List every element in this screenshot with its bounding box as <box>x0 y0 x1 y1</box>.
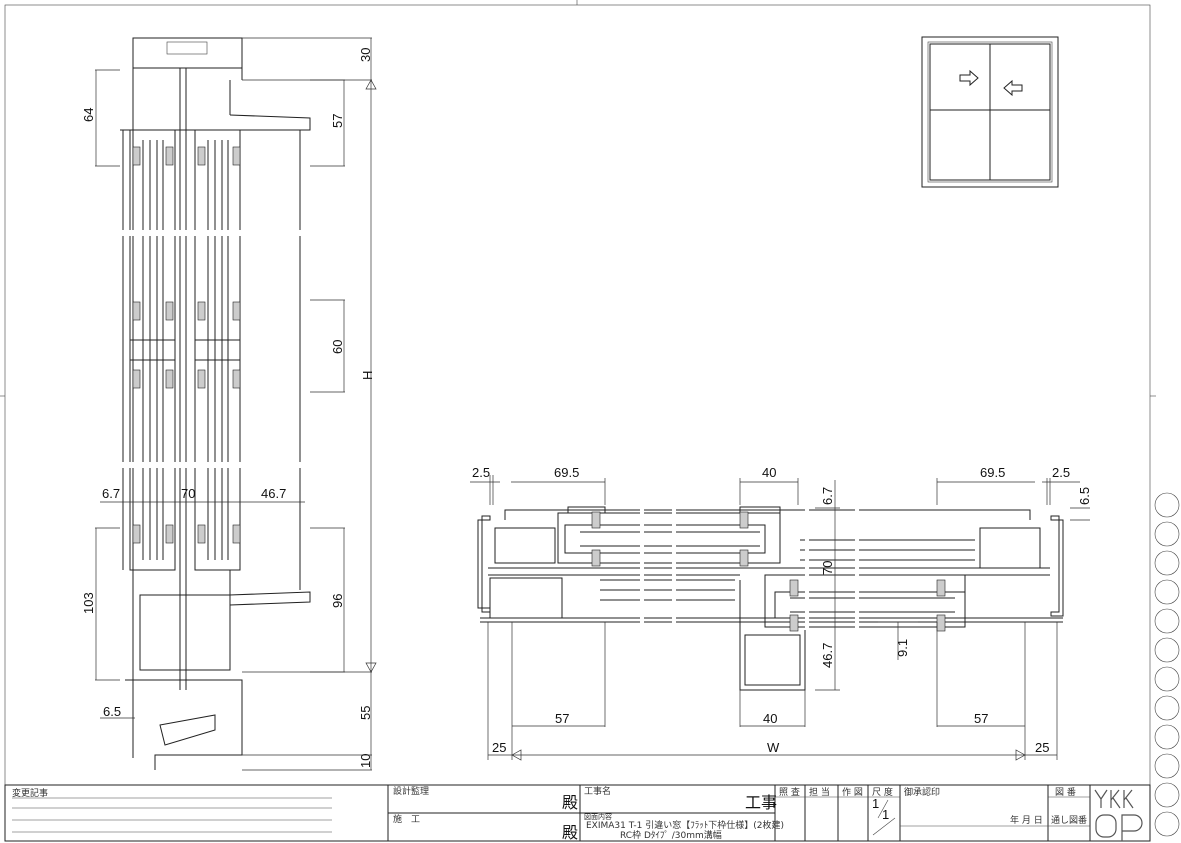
dim-69-5-right: 69.5 <box>980 465 1005 480</box>
change-record-label: 変更記事 <box>12 787 48 799</box>
dim-2-5-right: 2.5 <box>1052 465 1070 480</box>
dim-6-7-center: 6.7 <box>820 487 835 505</box>
dim-55: 55 <box>358 706 373 720</box>
in-charge-label: 担 当 <box>809 786 830 798</box>
dono-1: 殿 <box>562 793 578 812</box>
dim-6-7: 6.7 <box>102 486 120 501</box>
dono-2: 殿 <box>562 823 578 842</box>
dim-70-center: 70 <box>820 561 835 575</box>
dim-96: 96 <box>330 594 345 608</box>
arrow-left-icon <box>1003 79 1023 97</box>
dim-W: W <box>767 740 780 755</box>
dim-60: 60 <box>330 340 345 354</box>
dim-57-right: 57 <box>974 711 988 726</box>
scale-denominator: 1 <box>882 807 889 822</box>
dim-25-right: 25 <box>1035 740 1049 755</box>
dim-25-left: 25 <box>492 740 506 755</box>
vertical-section: 30 57 64 60 H 96 103 55 10 6.7 70 46.7 6… <box>81 37 377 771</box>
dim-2-5-left: 2.5 <box>472 465 490 480</box>
ykk-ap-logo <box>1094 789 1143 841</box>
scale-label: 尺 度 <box>872 786 893 798</box>
title-block: 変更記事 設計監理 殿 施 工 殿 工事名 工事 図面内容 EXIMA31 T-… <box>4 784 1151 842</box>
drawing-content-line1: EXIMA31 T-1 引違い窓【ﾌﾗｯﾄ下枠仕様】(2枚建) <box>586 819 784 831</box>
design-supervision-label: 設計監理 <box>393 785 429 797</box>
serial-no-label: 通し図番 <box>1051 814 1087 826</box>
approval-label: 御承認印 <box>904 786 940 798</box>
scale-numerator: 1 <box>872 796 879 811</box>
dim-H: H <box>360 371 375 380</box>
window-elevation-icon <box>921 36 1059 188</box>
dim-30: 30 <box>358 48 373 62</box>
sheet-border <box>4 4 1151 786</box>
dim-6-5-right: 6.5 <box>1077 487 1092 505</box>
drawing-content-label: 図面内容 <box>584 812 612 821</box>
dim-69-5-left: 69.5 <box>554 465 579 480</box>
dim-70: 70 <box>181 486 195 501</box>
dim-46-7-center: 46.7 <box>820 643 835 668</box>
drafting-label: 作 図 <box>842 786 863 798</box>
dim-57-left: 57 <box>555 711 569 726</box>
dim-6-5: 6.5 <box>103 704 121 719</box>
drawing-content-line2: RC枠 Dﾀｲﾌﾟ /30mm溝幅 <box>620 829 722 841</box>
check-label: 照 査 <box>779 786 800 798</box>
dim-40-top: 40 <box>762 465 776 480</box>
dim-10: 10 <box>358 754 373 768</box>
date-label: 年 月 日 <box>1010 814 1043 826</box>
arrow-right-icon <box>959 69 979 87</box>
revision-circles <box>1154 492 1180 837</box>
drawing-no-label: 図 番 <box>1055 786 1076 798</box>
project-suffix: 工事 <box>745 793 777 812</box>
dim-103: 103 <box>81 592 96 614</box>
dim-46-7: 46.7 <box>261 486 286 501</box>
horizontal-section: 2.5 69.5 40 69.5 2.5 6.5 6.7 70 46.7 9.1… <box>470 465 1092 761</box>
dim-57: 57 <box>330 114 345 128</box>
dim-64: 64 <box>81 108 96 122</box>
project-name-label: 工事名 <box>584 785 611 797</box>
construction-label: 施 工 <box>393 813 420 825</box>
dim-9-1: 9.1 <box>895 639 910 657</box>
dim-40-bottom: 40 <box>763 711 777 726</box>
